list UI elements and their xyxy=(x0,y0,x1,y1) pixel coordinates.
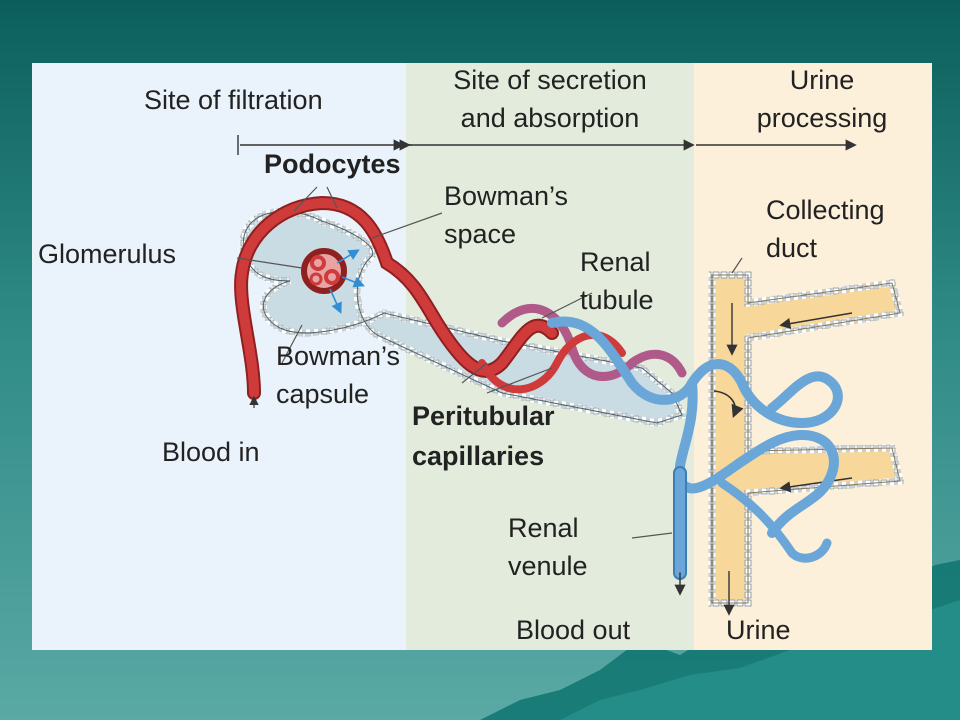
label-blood-out: Blood out xyxy=(516,615,631,645)
label-renal-venule-line1: Renal xyxy=(508,513,579,543)
label-blood-in: Blood in xyxy=(162,437,260,467)
label-bowmans-space-line1: Bowman’s xyxy=(444,181,569,211)
label-collecting-duct-line2: duct xyxy=(766,233,818,263)
label-renal-tubule-line2: tubule xyxy=(580,285,654,315)
zone-label-filtration: Site of filtration xyxy=(144,85,323,115)
zone-label-urine-line2: processing xyxy=(756,103,888,133)
label-renal-venule-line2: venule xyxy=(508,551,588,581)
label-glomerulus: Glomerulus xyxy=(38,239,177,269)
mountain-highlight xyxy=(560,600,960,720)
zone-label-secretion-line2: and absorption xyxy=(460,103,640,133)
label-collecting-duct-line1: Collecting xyxy=(766,195,885,225)
label-bowmans-capsule-line2: capsule xyxy=(276,379,370,409)
blood-vessels-red xyxy=(234,195,559,400)
leader-lines xyxy=(236,186,743,539)
label-renal-tubule-line1: Renal xyxy=(580,247,651,277)
nephron-illustration xyxy=(32,63,932,650)
zone-arrows xyxy=(237,135,857,155)
label-bowmans-capsule-line1: Bowman’s xyxy=(276,341,401,371)
peritubular-capillaries-shape xyxy=(478,303,843,596)
label-podocytes: Podocytes xyxy=(264,149,401,179)
collecting-duct-shape xyxy=(708,271,905,616)
label-urine: Urine xyxy=(726,615,791,645)
label-peritubular-capillaries-line2: capillaries xyxy=(412,441,545,471)
zone-label-urine-line1: Urine xyxy=(789,65,855,95)
filtration-arrows xyxy=(329,249,744,418)
filtration-zone xyxy=(32,63,406,650)
label-peritubular-capillaries-line1: Peritubular xyxy=(412,401,555,431)
label-bowmans-space-line2: space xyxy=(444,219,517,249)
zone-label-secretion-line1: Site of secretion xyxy=(453,65,647,95)
nephron-diagram: Site of filtration Site of secretion and… xyxy=(32,63,932,650)
